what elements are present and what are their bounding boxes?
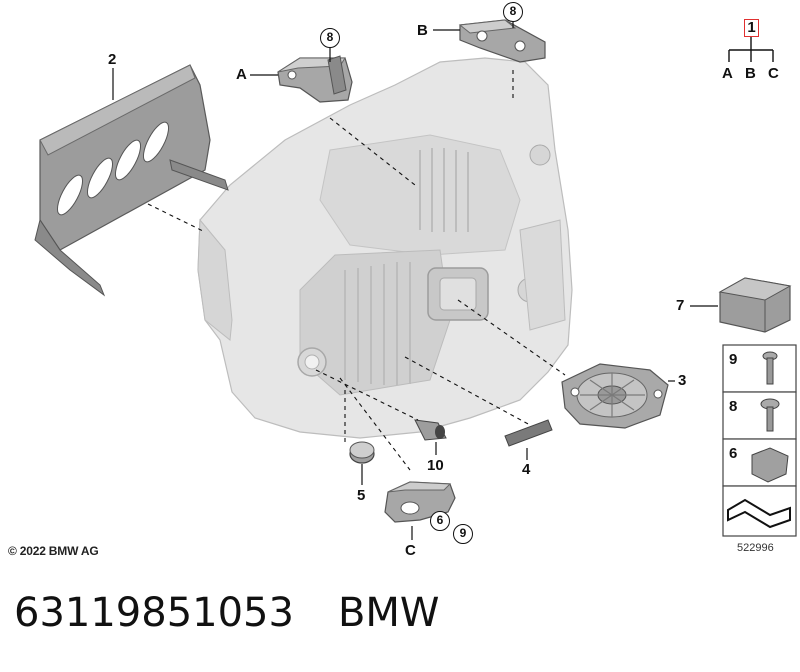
callout-4: 4 [522,461,531,478]
callout-9-c: 9 [453,524,473,544]
callout-10: 10 [427,457,444,474]
tree-label-c: C [768,65,779,82]
part-2-bracket [34,64,229,297]
part-3-cover [561,363,669,429]
dashed-guide-lines [147,70,566,471]
callout-5: 5 [357,487,366,504]
callout-3: 3 [678,372,687,389]
part-7-box [718,277,792,333]
tree-label-b: B [745,65,756,82]
callout-6-c: 6 [430,511,450,531]
diagram-reference-number: 522996 [737,542,774,554]
part-5-cap [349,441,375,464]
brand-name: BMW [337,590,440,636]
callout-b: B [417,22,428,39]
part-caption: 63119851053 BMW [14,590,439,636]
callout-8-b: 8 [503,2,523,22]
callout-2: 2 [108,51,117,68]
bracket-a [277,55,353,103]
callout-8-a: 8 [320,28,340,48]
part-10-grommet [414,419,447,441]
bracket-b [458,19,546,63]
copyright-text: © 2022 BMW AG [8,544,99,558]
legend-label-6: 6 [729,445,738,462]
callout-1: 1 [744,19,759,37]
legend-label-8: 8 [729,398,738,415]
part-number: 63119851053 [14,590,294,636]
callout-7: 7 [676,297,685,314]
parts-legend [722,344,797,537]
callout-c: C [405,542,416,559]
exploded-parts-diagram [34,19,797,540]
headlight-housing [197,57,573,439]
tree-label-a: A [722,65,733,82]
assembly-tree [728,37,774,62]
legend-label-9: 9 [729,351,738,368]
part-4-strip [504,419,553,447]
callout-a: A [236,66,247,83]
